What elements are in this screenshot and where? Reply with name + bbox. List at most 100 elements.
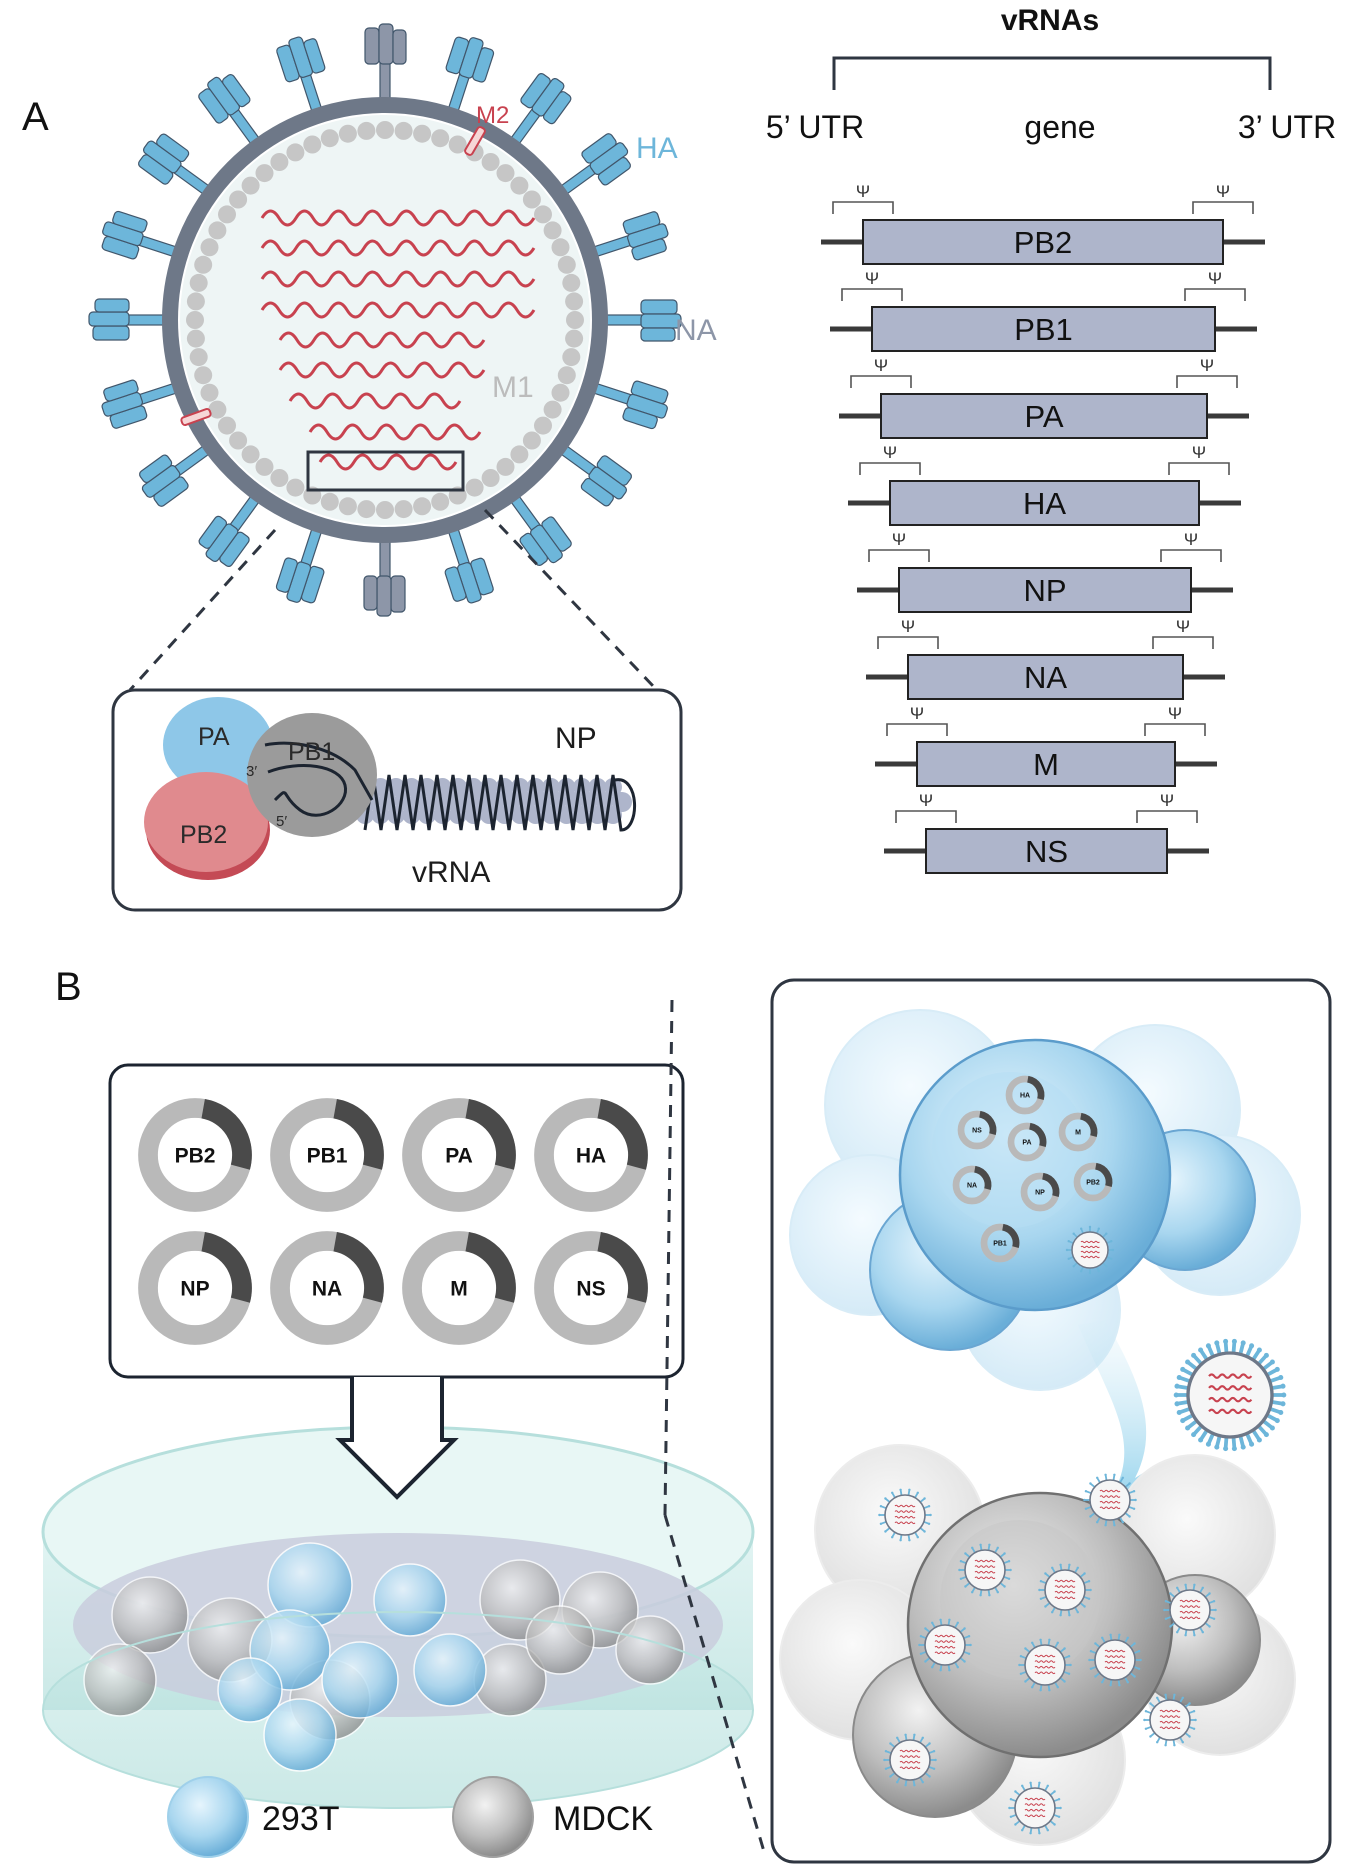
psi-3utr: Ψ [1168, 704, 1182, 723]
ha-spike [509, 73, 572, 146]
m1-protein [255, 457, 274, 476]
m1-protein [376, 501, 394, 519]
m1-protein [208, 400, 227, 419]
mini-virion [1065, 1225, 1115, 1275]
three-prime-label: 3′ [246, 763, 257, 780]
mini-virion [1083, 1473, 1137, 1527]
mini-plasmid-np: NP [1020, 1172, 1060, 1212]
plasmid-pb1: PB1 [270, 1098, 384, 1212]
ha-spike [275, 526, 325, 604]
m1-protein [543, 400, 562, 419]
m1-protein [200, 238, 219, 257]
m1-label: M1 [492, 371, 534, 404]
293t-cell [321, 1641, 399, 1719]
legend-293t-label: 293T [262, 1800, 340, 1838]
m1-protein [270, 153, 289, 171]
gene-label: gene [1024, 109, 1095, 145]
mini-virion [1163, 1583, 1217, 1637]
panel-a-letter: A [22, 95, 49, 139]
mini-virion [918, 1618, 972, 1672]
psi-3utr: Ψ [1200, 356, 1214, 375]
plasmid-label: NS [972, 1128, 982, 1135]
plasmid-m: M [402, 1231, 516, 1345]
m1-protein [394, 500, 413, 519]
panel-b-letter: B [55, 965, 82, 1009]
pa-subunit [163, 697, 273, 793]
m1-protein [186, 311, 204, 329]
na-spike [364, 23, 407, 101]
vrnas-bracket [832, 56, 1272, 90]
m1-protein [218, 416, 236, 435]
ha-spike [559, 444, 632, 507]
mini-plasmid-m: M [1058, 1112, 1098, 1152]
segment-label: PB2 [1014, 225, 1073, 260]
psi-3utr: Ψ [1192, 443, 1206, 462]
m1-protein [194, 366, 213, 385]
m1-protein [413, 124, 432, 143]
m1-protein [566, 311, 584, 329]
m1-matrix-layer [186, 121, 584, 519]
cell-legend: 293T MDCK [167, 1776, 653, 1858]
np-bead [502, 792, 521, 810]
plasmid-label: PB2 [175, 1145, 216, 1168]
m1-protein [413, 497, 432, 516]
psi-5utr: Ψ [874, 356, 888, 375]
segment-label: HA [1023, 486, 1066, 521]
plasmid-label: PB2 [1086, 1180, 1100, 1187]
legend-293t-swatch [167, 1776, 249, 1858]
psi-3utr: Ψ [1184, 530, 1198, 549]
m1-protein [270, 469, 289, 487]
plasmid-label: NP [1035, 1190, 1045, 1197]
psi-5utr: Ψ [856, 182, 870, 201]
plasmid-na: NA [270, 1231, 384, 1345]
m1-protein [557, 366, 576, 385]
plasmid-np: NP [138, 1231, 252, 1345]
legend-mdck-label: MDCK [553, 1800, 653, 1838]
plasmid-label: M [1075, 1130, 1081, 1137]
ha-spike [559, 133, 631, 196]
psi-5utr: Ψ [910, 704, 924, 723]
ha-spike [591, 211, 669, 261]
m1-protein [194, 255, 213, 274]
plasmid-ns: NS [534, 1231, 648, 1345]
virus-release-arrow [1078, 1320, 1148, 1530]
m1-protein [562, 273, 581, 292]
m1-protein [186, 329, 205, 348]
m1-protein [320, 129, 339, 148]
mini-plasmid-pa: PA [1007, 1122, 1047, 1162]
mini-virion [1008, 1781, 1062, 1835]
np-bead [495, 806, 514, 824]
m1-protein [229, 190, 248, 209]
ha-spike [88, 298, 166, 341]
zoom-box [306, 450, 465, 492]
mini-plasmid-ha: HA [1005, 1075, 1045, 1115]
psi-5utr: Ψ [892, 530, 906, 549]
mdck-cell [111, 1576, 189, 1654]
vrna-label: vRNA [412, 856, 490, 889]
vrna-ends [267, 764, 347, 817]
m1-protein [376, 121, 394, 139]
np-bead [604, 778, 622, 796]
plasmid-label: NA [312, 1278, 342, 1301]
pa-label: PA [198, 723, 230, 751]
segment-label: PA [1024, 399, 1063, 434]
b-zoom-line-bottom [663, 1514, 767, 1856]
m1-protein [357, 121, 376, 140]
virion-interior [180, 115, 590, 525]
m1-protein [465, 478, 484, 497]
ha-spike [444, 526, 494, 604]
vrna-strand [278, 361, 486, 379]
293t-cell [413, 1633, 487, 1707]
m1-protein [431, 492, 450, 511]
utr5-label: 5’ UTR [766, 109, 864, 145]
mini-plasmid-ns: NS [957, 1110, 997, 1150]
pb2-label: PB2 [180, 821, 227, 849]
m1-protein [522, 431, 541, 450]
m1-protein [551, 238, 570, 257]
mini-plasmid-pb2: PB2 [1073, 1162, 1113, 1202]
mini-virion [883, 1733, 937, 1787]
